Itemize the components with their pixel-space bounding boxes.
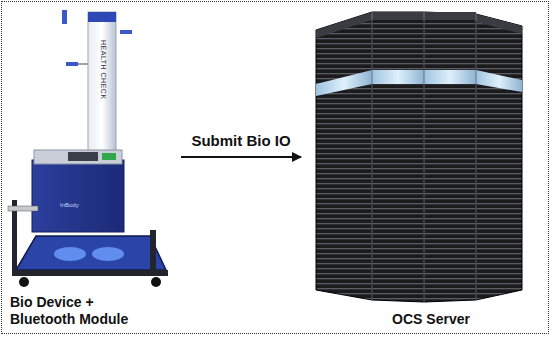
device-print: HEALTH CHECK [100, 40, 107, 100]
svg-text:InBody: InBody [60, 202, 79, 208]
arrow-connector [181, 156, 301, 158]
server-node: OCS Server [300, 6, 542, 332]
device-node: Bio Device + Bluetooth Module [6, 6, 180, 332]
edge-label: Submit Bio IO [189, 132, 292, 149]
node-caption: OCS Server [392, 311, 470, 328]
bio-device-figure: InBody [8, 10, 168, 287]
server-rack-figure [316, 12, 522, 302]
node-caption: Bio Device + Bluetooth Module [10, 294, 160, 328]
